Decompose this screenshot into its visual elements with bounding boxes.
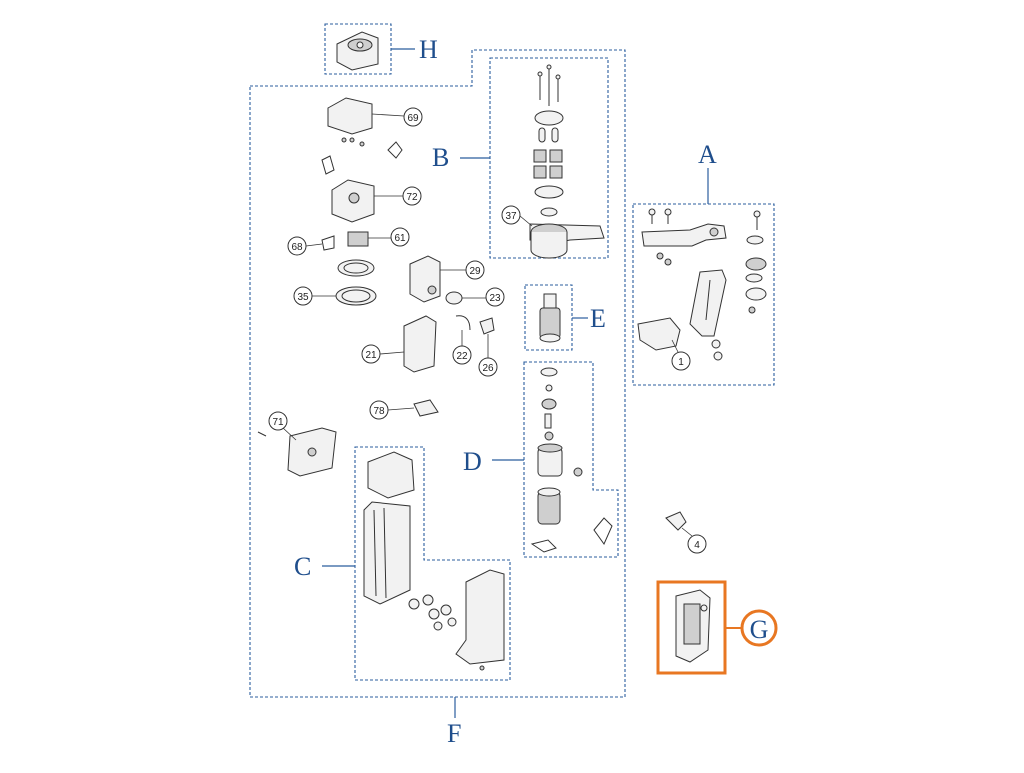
part-22[interactable]: 22 — [452, 315, 472, 365]
d-wire-clips[interactable] — [530, 517, 613, 553]
svg-text:29: 29 — [469, 266, 481, 277]
group-g-callout-circle[interactable] — [740, 609, 778, 647]
a-screws[interactable] — [648, 208, 764, 266]
svg-text:35: 35 — [297, 292, 309, 303]
a-bracket-plate[interactable] — [689, 269, 727, 337]
part-78[interactable]: 78 — [369, 399, 439, 420]
c-cap-part[interactable] — [367, 451, 415, 499]
svg-text:71: 71 — [272, 417, 284, 428]
svg-text:68: 68 — [291, 242, 303, 253]
svg-text:21: 21 — [365, 350, 377, 361]
svg-text:61: 61 — [394, 233, 406, 244]
part-26[interactable]: 26 — [478, 317, 498, 377]
group-a-letter[interactable]: A — [698, 140, 717, 169]
group-f-letter[interactable]: F — [447, 719, 461, 748]
part-72[interactable]: 72 — [331, 179, 422, 223]
small-clip-part[interactable] — [321, 155, 335, 175]
callout-1[interactable]: 1 — [671, 339, 691, 371]
part-35[interactable]: 35 — [293, 286, 377, 306]
group-e-frame — [524, 284, 573, 351]
group-c-letter[interactable]: C — [294, 552, 311, 581]
svg-text:37: 37 — [505, 211, 517, 222]
group-g-letter[interactable]: G — [750, 615, 769, 644]
h-housing-part[interactable] — [336, 31, 379, 71]
part-71[interactable]: 71 — [257, 411, 337, 477]
group-d-frame — [523, 361, 619, 558]
part-29[interactable]: 29 — [409, 255, 485, 303]
group-e-letter[interactable]: E — [590, 304, 606, 333]
svg-text:78: 78 — [373, 406, 385, 417]
part-4[interactable]: 4 — [665, 511, 707, 554]
b-gear-stack[interactable] — [533, 110, 564, 217]
d-shaft-parts[interactable] — [540, 367, 558, 441]
b-bolts[interactable] — [537, 64, 561, 106]
part-68[interactable]: 68 — [287, 235, 335, 256]
seal-ring-upper[interactable] — [337, 259, 375, 277]
part-61[interactable]: 61 — [347, 227, 410, 247]
group-b-letter[interactable]: B — [432, 143, 449, 172]
c-button-set[interactable] — [408, 594, 457, 631]
group-f-frame — [249, 49, 626, 698]
c-cover-shell[interactable] — [455, 569, 505, 671]
svg-text:69: 69 — [407, 113, 419, 124]
group-c-frame — [354, 446, 511, 681]
group-h-letter[interactable]: H — [419, 35, 438, 64]
a-cover-part[interactable] — [637, 317, 681, 351]
c-column-part[interactable] — [363, 501, 411, 605]
group-d-letter[interactable]: D — [463, 447, 482, 476]
a-arm-part[interactable] — [641, 223, 727, 247]
a-small-parts[interactable] — [711, 257, 767, 361]
callout-37[interactable]: 37 — [501, 205, 533, 227]
svg-text:72: 72 — [406, 192, 418, 203]
part-23[interactable]: 23 — [445, 287, 505, 307]
svg-text:1: 1 — [678, 357, 684, 368]
group-a-frame — [632, 203, 775, 386]
svg-text:22: 22 — [456, 351, 468, 362]
svg-text:26: 26 — [482, 363, 494, 374]
svg-text:23: 23 — [489, 293, 501, 304]
d-motor-housing[interactable] — [537, 443, 583, 477]
svg-text:4: 4 — [694, 540, 700, 551]
part-69[interactable]: 69 — [327, 97, 423, 159]
d-motor[interactable] — [537, 487, 561, 525]
g-circuit-board-part[interactable] — [675, 589, 711, 663]
b-ring-gear-arm[interactable] — [529, 223, 605, 259]
part-21[interactable]: 21 — [361, 315, 437, 373]
e-motor-part[interactable] — [539, 293, 561, 343]
